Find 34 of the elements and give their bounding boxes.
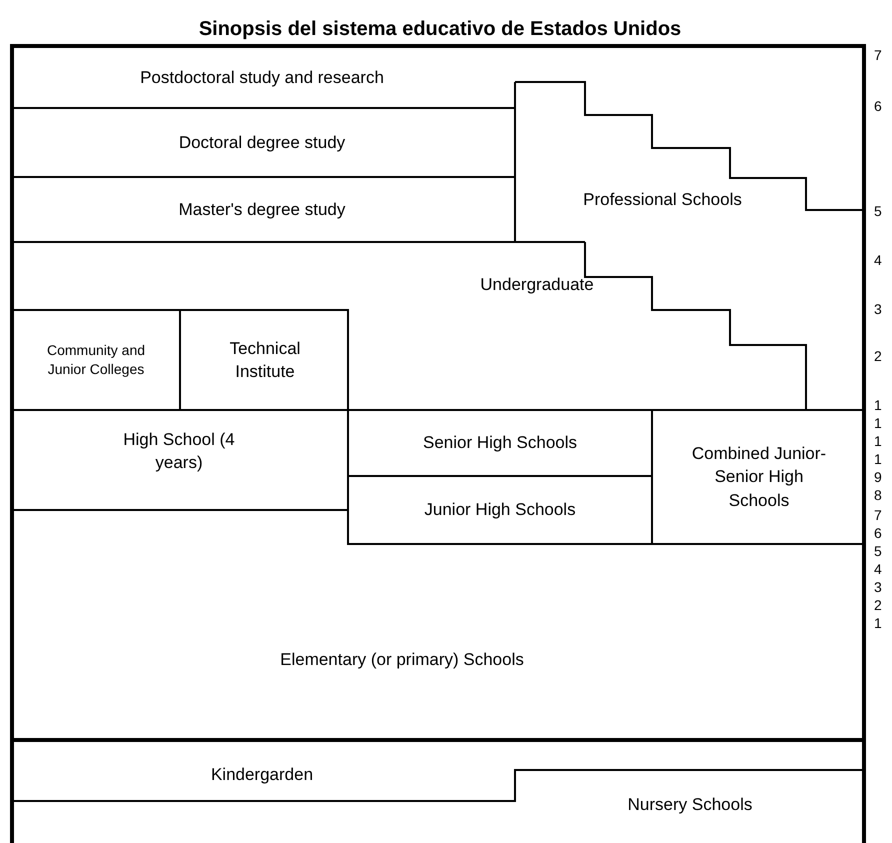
year-number: 6	[874, 98, 882, 114]
year-number: 2	[874, 348, 882, 364]
school-level-region: Nursery Schools	[520, 785, 860, 825]
year-number: 6	[874, 525, 882, 541]
school-level-region: Undergraduate	[352, 250, 722, 320]
school-level-region: Master's degree study	[12, 179, 512, 241]
year-number: 3	[874, 579, 882, 595]
school-level-region: Combined Junior-Senior High Schools	[656, 412, 862, 542]
year-number: 1	[874, 451, 882, 467]
school-level-region: Doctoral degree study	[12, 110, 512, 176]
school-level-region: Kindergarden	[12, 752, 512, 798]
school-level-region: High School (4 years)	[12, 414, 346, 488]
year-number: 7	[874, 507, 882, 523]
year-number: 1	[874, 415, 882, 431]
year-number: 5	[874, 543, 882, 559]
school-level-region: Postdoctoral study and research	[12, 48, 512, 108]
year-number: 9	[874, 469, 882, 485]
year-number: 1	[874, 397, 882, 413]
school-level-region: Technical Institute	[184, 312, 346, 408]
year-number: 4	[874, 252, 882, 268]
year-number: 5	[874, 203, 882, 219]
school-level-region: Senior High Schools	[350, 412, 650, 474]
year-number: 1	[874, 615, 882, 631]
school-level-region: Community and Junior Colleges	[14, 312, 178, 408]
year-number: 1	[874, 433, 882, 449]
diagram-title: Sinopsis del sistema educativo de Estados Unidos	[198, 17, 682, 41]
school-level-region: Junior High Schools	[350, 478, 650, 542]
year-number: 3	[874, 301, 882, 317]
year-number: 8	[874, 487, 882, 503]
school-level-region: Professional Schools	[520, 180, 805, 220]
year-number: 7	[874, 47, 882, 63]
school-level-region: Elementary (or primary) Schools	[12, 600, 792, 720]
year-number: 4	[874, 561, 882, 577]
year-number: 2	[874, 597, 882, 613]
